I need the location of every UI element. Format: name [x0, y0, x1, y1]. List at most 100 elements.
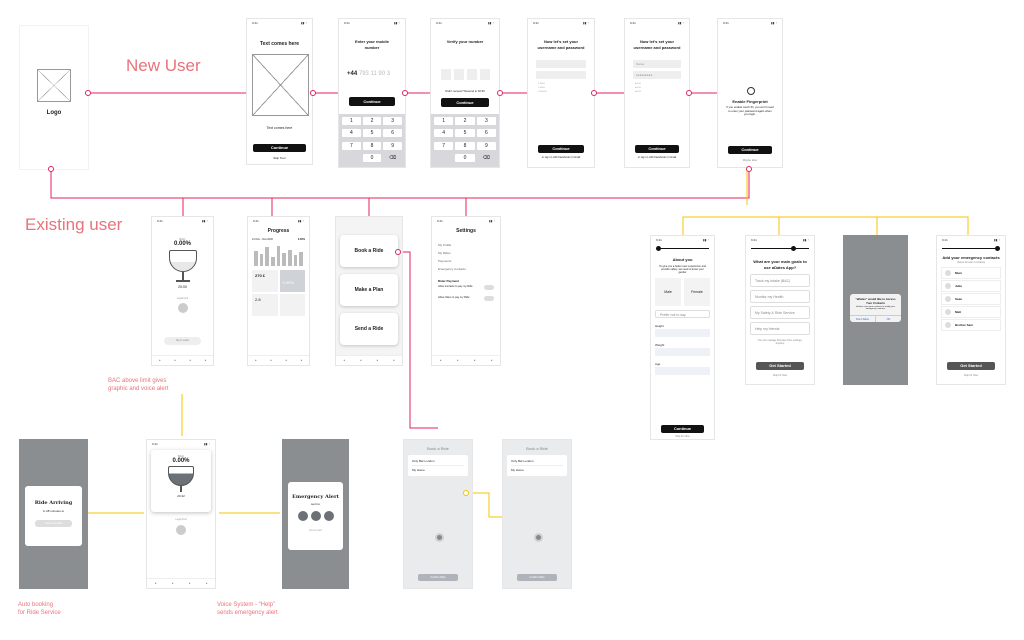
key-0[interactable]: 0: [455, 153, 475, 162]
age-field[interactable]: [655, 366, 710, 375]
height-field[interactable]: [655, 328, 710, 337]
key-9[interactable]: 9: [476, 141, 496, 150]
contacts-start-button[interactable]: Get Started: [947, 362, 995, 370]
tab-bar[interactable]: ■■■■: [147, 578, 215, 588]
dont-allow-button[interactable]: Don't Allow: [850, 316, 876, 322]
contact-item[interactable]: Julia: [941, 279, 1001, 292]
goals-skip-link[interactable]: Skip for Now: [772, 374, 788, 377]
fingerprint-icon: [747, 87, 755, 95]
tab-bar[interactable]: ■■■■: [248, 355, 309, 365]
code-boxes[interactable]: [441, 69, 490, 80]
key-5[interactable]: 5: [455, 129, 475, 138]
goal-monitor-health[interactable]: Monitor my Health: [750, 290, 810, 304]
bac-value: 0.00%: [173, 241, 191, 247]
tab-bar[interactable]: ■■■■: [336, 355, 402, 365]
about-you-screen: 9:41▮▮ ◔ About you To give you a better …: [650, 235, 715, 440]
weight-field[interactable]: [655, 347, 710, 356]
drink-add-button[interactable]: [176, 525, 186, 535]
username-continue-button[interactable]: Continue: [538, 145, 584, 153]
phone-input[interactable]: 793 11 90 3: [358, 71, 391, 77]
settings-item-rides[interactable]: My Rides: [438, 251, 451, 255]
prefer-not-option[interactable]: Prefer not to say: [655, 309, 710, 318]
name-field[interactable]: Name: [633, 60, 681, 69]
skip-tour-link[interactable]: Skip Tour: [273, 156, 286, 160]
country-code[interactable]: +44: [347, 71, 358, 77]
phone-continue-button[interactable]: Continue: [349, 97, 395, 106]
verify-continue-button[interactable]: Continue: [441, 98, 489, 107]
password-value-field[interactable]: ●●●●●●●●●: [633, 71, 681, 80]
goals-start-button[interactable]: Get Started: [756, 362, 804, 370]
key-1[interactable]: 1: [434, 117, 454, 125]
key-4[interactable]: 4: [342, 129, 361, 138]
route-to[interactable]: My Home: [412, 465, 464, 474]
goal-help-friends[interactable]: Help my friends: [750, 322, 810, 336]
goal-track-intake[interactable]: Track my Intake (BAC): [750, 274, 810, 288]
backspace-icon[interactable]: ⌫: [482, 154, 490, 161]
resend-text[interactable]: Didn't receive? Resend in 00:30: [445, 89, 485, 93]
tab-bar[interactable]: ■■■■: [152, 355, 213, 365]
key-4[interactable]: 4: [434, 129, 454, 138]
tab-bar[interactable]: ■■■■: [432, 355, 500, 365]
about-continue-button[interactable]: Continue: [661, 425, 704, 433]
about-skip-link[interactable]: Skip for Now: [675, 435, 690, 438]
username-field[interactable]: [536, 60, 586, 69]
route-to[interactable]: My Home: [511, 465, 563, 474]
key-9[interactable]: 9: [383, 141, 402, 150]
numeric-keypad[interactable]: 1 2 3 4 5 6 7 8 9 0 ⌫: [339, 114, 405, 167]
key-6[interactable]: 6: [383, 129, 402, 138]
toggle-contacts[interactable]: [484, 285, 494, 290]
social-signin-text[interactable]: or sign in with Facebook or Gmail: [541, 156, 581, 159]
cancel-alert-link[interactable]: Cancel alert: [308, 529, 323, 532]
password-field[interactable]: [536, 71, 586, 80]
key-0[interactable]: 0: [362, 153, 382, 162]
key-2[interactable]: 2: [362, 117, 382, 125]
contact-item[interactable]: Mum: [941, 266, 1001, 279]
male-option[interactable]: Male: [655, 277, 681, 306]
password-continue-button[interactable]: Continue: [635, 145, 679, 153]
drink-add-button[interactable]: [177, 303, 188, 313]
password-rules: ● ••••● ••••● ••••: [635, 82, 641, 93]
book-ride-button[interactable]: Book a Ride: [340, 235, 398, 267]
make-plan-button[interactable]: Make a Plan: [340, 274, 398, 306]
key-5[interactable]: 5: [362, 129, 382, 138]
toggle-riders[interactable]: [484, 296, 494, 301]
contact-item[interactable]: Sean: [941, 292, 1001, 305]
key-3[interactable]: 3: [383, 117, 402, 125]
locate-icon[interactable]: [435, 533, 444, 542]
female-option[interactable]: Female: [684, 277, 710, 306]
route-from[interactable]: Only Bar London: [412, 459, 435, 463]
goals-note: You can manage this later from settings,…: [757, 339, 803, 346]
ride-arriving-screen: Ride Arriving in 28 minutes to Cancel th…: [19, 439, 88, 589]
locate-icon[interactable]: [534, 533, 543, 542]
username-connector: [591, 90, 597, 96]
ok-button[interactable]: OK: [886, 318, 891, 321]
key-6[interactable]: 6: [476, 129, 496, 138]
voice-note-line1: Voice System - “Help”: [217, 602, 276, 608]
settings-item-emergency[interactable]: Emergency Contacts: [438, 267, 466, 271]
key-2[interactable]: 2: [455, 117, 475, 125]
contact-item[interactable]: Brother Sam: [941, 318, 1001, 331]
key-8[interactable]: 8: [455, 141, 475, 150]
route-from[interactable]: Only Bar London: [511, 459, 534, 463]
backspace-icon[interactable]: ⌫: [389, 154, 397, 161]
confirm-ride-button[interactable]: Confirm Ride: [517, 574, 557, 581]
confirm-ride-button[interactable]: Confirm Ride: [418, 574, 458, 581]
key-7[interactable]: 7: [342, 141, 361, 150]
goal-safety-ride[interactable]: My Safety & Ride Service: [750, 306, 810, 320]
key-7[interactable]: 7: [434, 141, 454, 150]
send-ride-button[interactable]: Send a Ride: [340, 313, 398, 345]
sober-switch[interactable]: Tap to sober: [164, 337, 201, 345]
intro-continue-button[interactable]: Continue: [253, 144, 306, 152]
key-1[interactable]: 1: [342, 117, 361, 125]
settings-item-profile[interactable]: My Profile: [438, 243, 452, 247]
social-signin-text[interactable]: or sign in with Facebook or Gmail: [637, 156, 677, 159]
cancel-ride-button[interactable]: Cancel the Ride: [35, 520, 72, 527]
settings-item-payments[interactable]: Payments: [438, 259, 452, 263]
key-8[interactable]: 8: [362, 141, 382, 150]
key-3[interactable]: 3: [476, 117, 496, 125]
maybe-later-link[interactable]: Maybe later: [742, 158, 758, 162]
contact-item[interactable]: Matt: [941, 305, 1001, 318]
contacts-skip-link[interactable]: Skip for Now: [963, 374, 979, 377]
fingerprint-continue-button[interactable]: Continue: [728, 146, 772, 154]
